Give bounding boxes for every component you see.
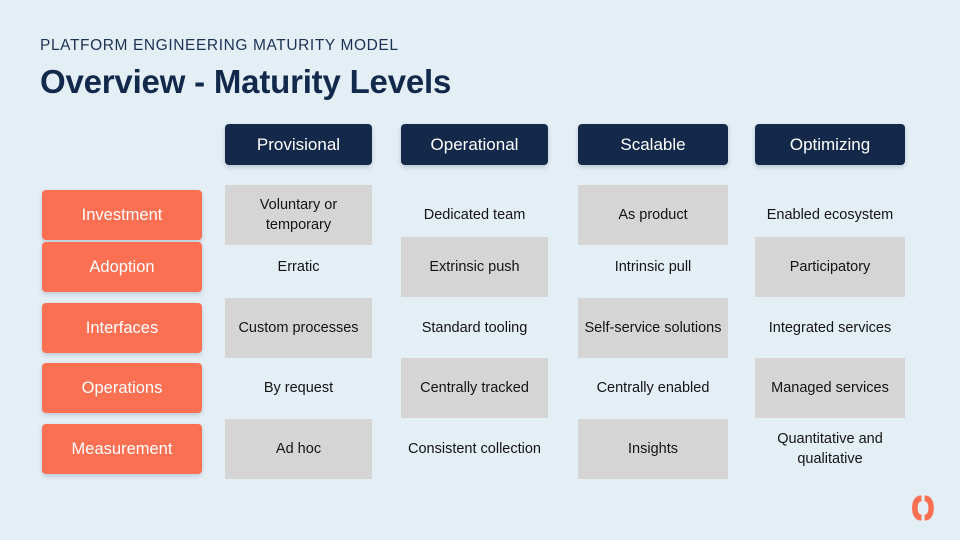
matrix-cell-r1-c3: As product (578, 185, 728, 245)
matrix-cell-text: Insights (628, 441, 678, 457)
matrix-cell-r5-c1: Ad hoc (225, 419, 372, 479)
eyebrow-text: PLATFORM ENGINEERING MATURITY MODEL (40, 37, 399, 54)
matrix-cell-r5-c4: Quantitative and qualitative (755, 419, 905, 479)
matrix-cell-r4-c2: Centrally tracked (401, 358, 548, 418)
matrix-cell-text: As product (618, 207, 688, 223)
column-header-3[interactable]: Scalable (578, 124, 728, 165)
column-header-label: Optimizing (789, 134, 871, 154)
matrix-cell-r3-c1: Custom processes (225, 298, 372, 358)
row-label-3[interactable]: Interfaces (42, 303, 202, 353)
matrix-cell-text: Extrinsic push (429, 259, 520, 275)
matrix-cell-r1-c2: Dedicated team (401, 185, 548, 245)
row-label-1[interactable]: Investment (42, 190, 202, 240)
matrix-cell-r2-c1: Erratic (225, 237, 372, 297)
matrix-cell-r5-c3: Insights (578, 419, 728, 479)
row-label-text: Adoption (89, 257, 155, 276)
row-label-2[interactable]: Adoption (42, 242, 202, 292)
matrix-cell-r5-c2: Consistent collection (401, 419, 548, 479)
row-label-text: Operations (81, 378, 163, 397)
matrix-cell-text: Ad hoc (275, 441, 322, 457)
matrix-cell-r4-c3: Centrally enabled (578, 358, 728, 418)
matrix-cell-r3-c3: Self-service solutions (578, 298, 728, 358)
matrix-cell-text: Managed services (771, 380, 889, 396)
matrix-cell-r4-c4: Managed services (755, 358, 905, 418)
column-header-label: Operational (430, 134, 519, 154)
matrix-cell-text: Consistent collection (408, 441, 541, 457)
matrix-cell-text: Centrally tracked (420, 380, 529, 396)
row-label-4[interactable]: Operations (42, 363, 202, 413)
matrix-cell-text: Self-service solutions (584, 320, 722, 336)
matrix-cell-text: Centrally enabled (596, 380, 710, 396)
matrix-cell-r2-c3: Intrinsic pull (578, 237, 728, 297)
matrix-cell-text: Enabled ecosystem (766, 207, 894, 223)
matrix-cell-text: Dedicated team (423, 207, 526, 223)
row-label-5[interactable]: Measurement (42, 424, 202, 474)
column-header-4[interactable]: Optimizing (755, 124, 905, 165)
matrix-cell-r3-c4: Integrated services (755, 298, 905, 358)
column-header-2[interactable]: Operational (401, 124, 548, 165)
matrix-cell-text: Participatory (789, 259, 871, 275)
matrix-cell-text: Integrated services (768, 320, 892, 336)
row-label-text: Investment (81, 205, 163, 224)
matrix-cell-r1-c4: Enabled ecosystem (755, 185, 905, 245)
column-header-label: Provisional (256, 134, 341, 154)
matrix-cell-r4-c1: By request (225, 358, 372, 418)
matrix-cell-text: Intrinsic pull (614, 259, 692, 275)
column-header-1[interactable]: Provisional (225, 124, 372, 165)
row-label-text: Interfaces (85, 318, 159, 337)
matrix-cell-text: Standard tooling (421, 320, 528, 336)
matrix-cell-text: By request (263, 380, 334, 396)
matrix-cell-r2-c4: Participatory (755, 237, 905, 297)
cc-monogram-logo (912, 495, 934, 521)
page-title: Overview - Maturity Levels (40, 63, 452, 100)
matrix-cell-r3-c2: Standard tooling (401, 298, 548, 358)
column-header-label: Scalable (620, 134, 686, 154)
row-label-text: Measurement (71, 439, 173, 458)
matrix-cell-text: Quantitative and qualitative (777, 431, 883, 467)
matrix-cell-text: Voluntary or temporary (259, 197, 338, 233)
matrix-cell-r1-c1: Voluntary or temporary (225, 185, 372, 245)
matrix-cell-text: Erratic (277, 259, 320, 275)
matrix-cell-r2-c2: Extrinsic push (401, 237, 548, 297)
matrix-cell-text: Custom processes (238, 320, 359, 336)
slide-header: PLATFORM ENGINEERING MATURITY MODEL Over… (40, 36, 900, 102)
